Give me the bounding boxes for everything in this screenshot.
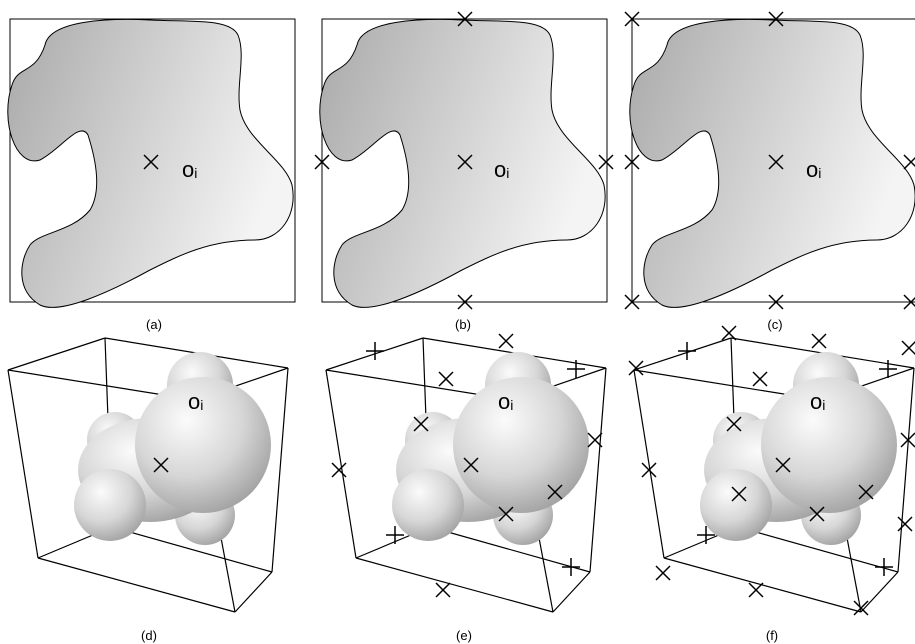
corner-cross-mark	[853, 600, 869, 616]
corner-cross-mark	[897, 516, 913, 532]
cross-mark-right	[903, 154, 915, 170]
face-cross-mark	[498, 333, 514, 349]
sphere-cluster	[700, 352, 897, 545]
panel-d: oi (d)	[7, 337, 289, 643]
center-label: oi	[494, 157, 509, 182]
face-cross-mark	[748, 582, 764, 598]
center-label: oi	[188, 389, 203, 414]
face-cross-mark	[752, 371, 768, 387]
sphere-cluster	[392, 352, 589, 545]
face-cross-mark	[811, 333, 827, 349]
face-cross-mark	[435, 582, 451, 598]
panel-e: oi (e)	[325, 333, 607, 643]
shape-blob	[629, 18, 915, 308]
edge-plus-mark	[561, 557, 581, 577]
corner-cross-mark	[721, 325, 737, 341]
panel-b: oi (b)	[314, 11, 614, 332]
edge-plus-mark	[566, 359, 586, 379]
panel-caption: (a)	[146, 317, 162, 332]
panel-caption: (f)	[766, 628, 778, 643]
edge-plus-mark	[365, 341, 385, 361]
bounding-box	[9, 18, 296, 303]
edge-plus-mark	[677, 341, 697, 361]
corner-cross-mark	[901, 340, 915, 356]
corner-cross-mark	[655, 565, 671, 581]
center-label: oi	[806, 157, 821, 182]
center-label: oi	[182, 157, 197, 182]
panel-caption: (c)	[767, 317, 782, 332]
center-label: oi	[498, 389, 513, 414]
panel-caption: (b)	[455, 317, 471, 332]
shape-blob	[319, 18, 606, 308]
center-label: oi	[810, 389, 825, 414]
panel-caption: (d)	[141, 628, 157, 643]
face-cross-mark	[438, 371, 454, 387]
sphere-cluster	[74, 352, 271, 545]
panel-f: oi (f)	[628, 325, 915, 643]
edge-plus-mark	[874, 557, 894, 577]
cross-mark-right	[598, 154, 614, 170]
face-cross-mark	[331, 462, 347, 478]
panel-c: oi (c)	[624, 11, 915, 332]
panel-caption: (e)	[456, 628, 472, 643]
panel-a: oi (a)	[7, 18, 296, 332]
